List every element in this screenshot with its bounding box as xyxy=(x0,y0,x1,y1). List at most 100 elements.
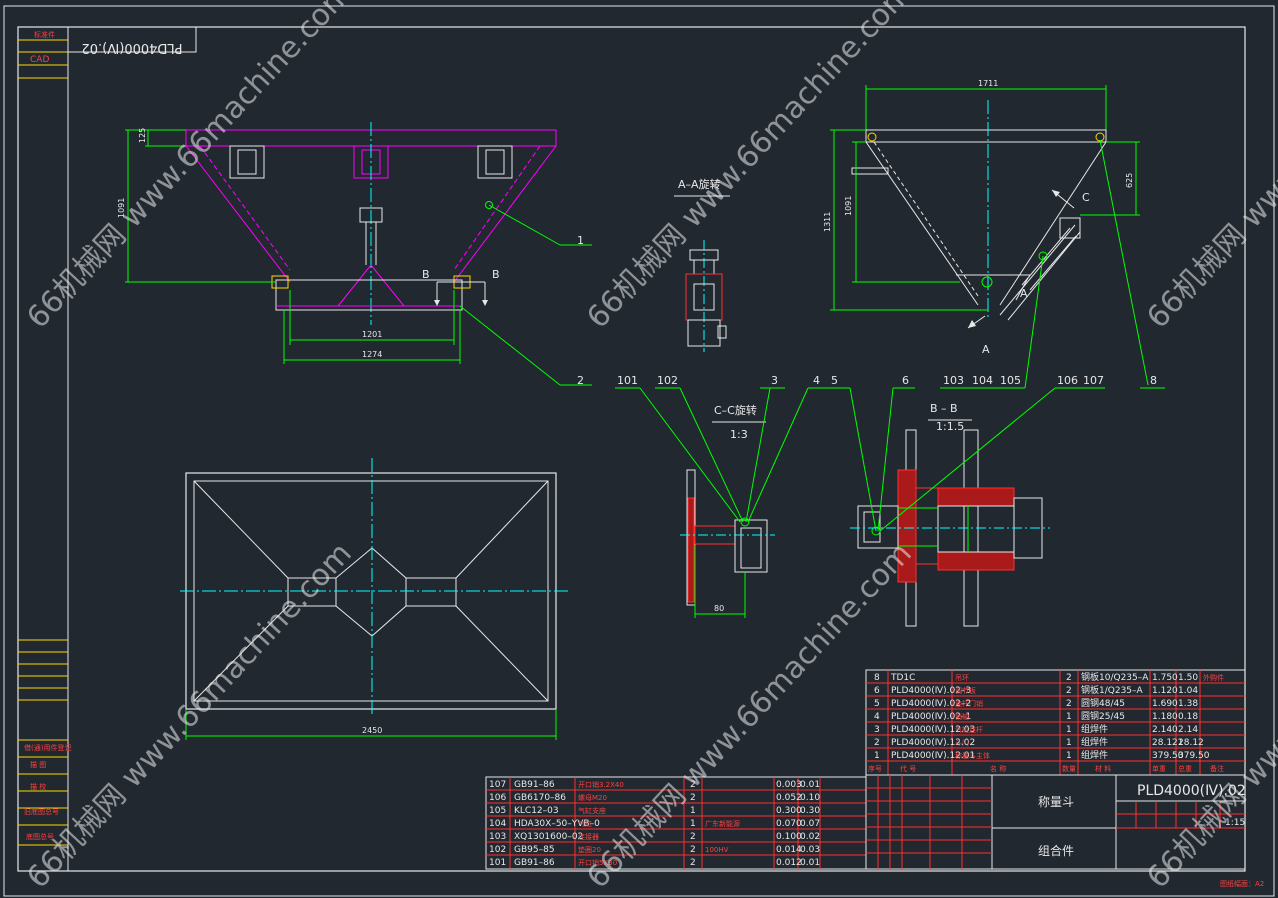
parts-upper-w2: 1.50 xyxy=(1178,673,1198,683)
dim-1091b: 1091 xyxy=(844,196,853,216)
parts-upper-code: TD1C xyxy=(890,673,915,683)
cc-view: C–C旋转 1:3 80 xyxy=(680,403,775,618)
parts-upper-w1: 28.121 xyxy=(1152,738,1184,748)
parts-lower-qty: 1 xyxy=(690,819,696,829)
parts-lower-qty: 2 xyxy=(690,832,696,842)
parts-upper-code: PLD4000(Ⅳ).12.01 xyxy=(891,751,975,761)
dim-2450: 2450 xyxy=(362,726,382,735)
parts-upper-no: 5 xyxy=(874,699,880,709)
parts-lower-qty: 2 xyxy=(690,845,696,855)
watermark-3: 66机械网 www.66machine.com xyxy=(1140,0,1278,335)
bb-title: B – B xyxy=(930,402,958,415)
left-strip-old: 旧底图总号 xyxy=(24,807,59,816)
left-strip: 标准件 CAD 借(通)用件登记 描 图 描 校 旧底图总号 底图总号 xyxy=(17,27,71,871)
parts-lower-w1: 0.100 xyxy=(776,832,802,842)
parts-upper-w2: 2.14 xyxy=(1178,725,1198,735)
section-c: C xyxy=(1082,191,1090,204)
title-name: 称量斗 xyxy=(1038,795,1074,809)
parts-upper-mat: 钢板10/Q235–A xyxy=(1081,671,1149,683)
parts-upper-header-cell: 单重 xyxy=(1152,764,1166,773)
parts-lower-no: 104 xyxy=(489,819,506,829)
parts-upper-w2: 1.04 xyxy=(1178,686,1198,696)
parts-upper-code: PLD4000(Ⅳ).02–1 xyxy=(891,712,971,722)
balloon-3: 3 xyxy=(771,374,778,387)
section-a-lower: A xyxy=(982,343,990,356)
parts-lower-code: KLC12–03 xyxy=(514,806,559,816)
parts-lower-name: 开口销3.2X40 xyxy=(578,780,624,789)
sheet-note: 图纸幅面：A2 xyxy=(1220,879,1264,888)
parts-upper-qty: 1 xyxy=(1066,738,1072,748)
parts-lower-name: 气缸 xyxy=(578,819,592,828)
left-strip-reg: 借(通)用件登记 xyxy=(24,743,71,752)
parts-lower-mat: 广东新能源 xyxy=(705,819,740,828)
parts-upper-qty: 2 xyxy=(1066,673,1072,683)
dim-1274: 1274 xyxy=(362,350,382,359)
balloon-103: 103 xyxy=(943,374,964,387)
left-strip-cad: CAD xyxy=(30,55,49,65)
parts-lower-qty: 2 xyxy=(690,858,696,868)
dim-1711: 1711 xyxy=(978,79,998,88)
balloon-105: 105 xyxy=(1000,374,1021,387)
parts-lower-w1: 0.070 xyxy=(776,819,802,829)
parts-lower-no: 103 xyxy=(489,832,506,842)
parts-upper-w2: 28.12 xyxy=(1178,738,1204,748)
balloon-1: 1 xyxy=(577,234,584,247)
parts-lower-w2: 0.01 xyxy=(800,858,820,868)
parts-lower-qty: 1 xyxy=(690,806,696,816)
parts-lower-w2: 0.01 xyxy=(800,780,820,790)
parts-upper-header-cell: 名 称 xyxy=(990,764,1006,773)
title-scale: 1:15 xyxy=(1225,818,1245,828)
parts-lower-qty: 2 xyxy=(690,780,696,790)
parts-lower-code: GB91–86 xyxy=(514,858,555,868)
parts-lower-code: GB95–85 xyxy=(514,845,555,855)
parts-upper-qty: 1 xyxy=(1066,712,1072,722)
section-b-left: B xyxy=(422,268,430,281)
parts-lower-name: 开口销5X30 xyxy=(578,858,617,867)
parts-lower-no: 107 xyxy=(489,780,506,790)
balloons: 1 2 101 102 3 4 5 6 103 104 105 106 107 … xyxy=(577,234,1157,387)
balloon-6: 6 xyxy=(902,374,909,387)
parts-upper-no: 8 xyxy=(874,673,880,683)
parts-upper-mat: 组焊件 xyxy=(1081,749,1108,761)
balloon-102: 102 xyxy=(657,374,678,387)
parts-upper-mat: 组焊件 xyxy=(1081,723,1108,735)
dim-1091: 1091 xyxy=(117,198,126,218)
parts-lower-name: 气缸支座 xyxy=(578,806,606,815)
balloon-8: 8 xyxy=(1150,374,1157,387)
parts-upper-code: PLD4000(Ⅳ).02–3 xyxy=(891,686,971,696)
parts-upper-name: 销轴 xyxy=(955,712,969,721)
parts-upper-w1: 1.180 xyxy=(1152,712,1178,722)
cc-scale: 1:3 xyxy=(730,428,748,441)
parts-lower-w2: 0.03 xyxy=(800,845,820,855)
balloon-4: 4 xyxy=(813,374,820,387)
parts-lower-no: 101 xyxy=(489,858,506,868)
parts-lower-name: 螺母M20 xyxy=(578,793,607,802)
parts-upper-name: 称量斗主体 xyxy=(955,751,990,760)
parts-lower-name: 连接器 xyxy=(578,832,599,841)
parts-upper-qty: 2 xyxy=(1066,699,1072,709)
dim-80: 80 xyxy=(714,604,724,613)
parts-upper-code: PLD4000(Ⅳ).12.03 xyxy=(891,725,975,735)
title-type: 组合件 xyxy=(1038,843,1074,858)
dim-125: 125 xyxy=(138,128,147,143)
balloon-leaders xyxy=(615,255,1165,532)
left-strip-draw: 描 图 xyxy=(30,760,46,769)
parts-lower-code: GB91–86 xyxy=(514,780,555,790)
parts-upper-mat: 钢板1/Q235–A xyxy=(1081,684,1144,696)
bb-view: B – B 1:1.5 xyxy=(850,402,1050,627)
parts-upper-w1: 1.690 xyxy=(1152,699,1178,709)
aa-view: A–A旋转 xyxy=(674,177,730,352)
parts-lower-qty: 2 xyxy=(690,793,696,803)
parts-upper-name: 斗门 xyxy=(955,738,969,747)
parts-upper-w2: 1.38 xyxy=(1178,699,1198,709)
front-view: B B 125 1091 1201 1274 xyxy=(117,122,592,386)
section-a-upper: A xyxy=(1020,287,1028,300)
parts-lower-w2: 0.07 xyxy=(800,819,820,829)
title-code: PLD4000(Ⅳ).02 xyxy=(1137,783,1246,799)
balloon-2: 2 xyxy=(577,374,584,387)
parts-upper-w1: 379.50 xyxy=(1152,751,1184,761)
parts-lower-w2: 0.02 xyxy=(800,832,820,842)
balloon-104: 104 xyxy=(972,374,993,387)
parts-upper-code: PLD4000(Ⅳ).02–2 xyxy=(891,699,971,709)
